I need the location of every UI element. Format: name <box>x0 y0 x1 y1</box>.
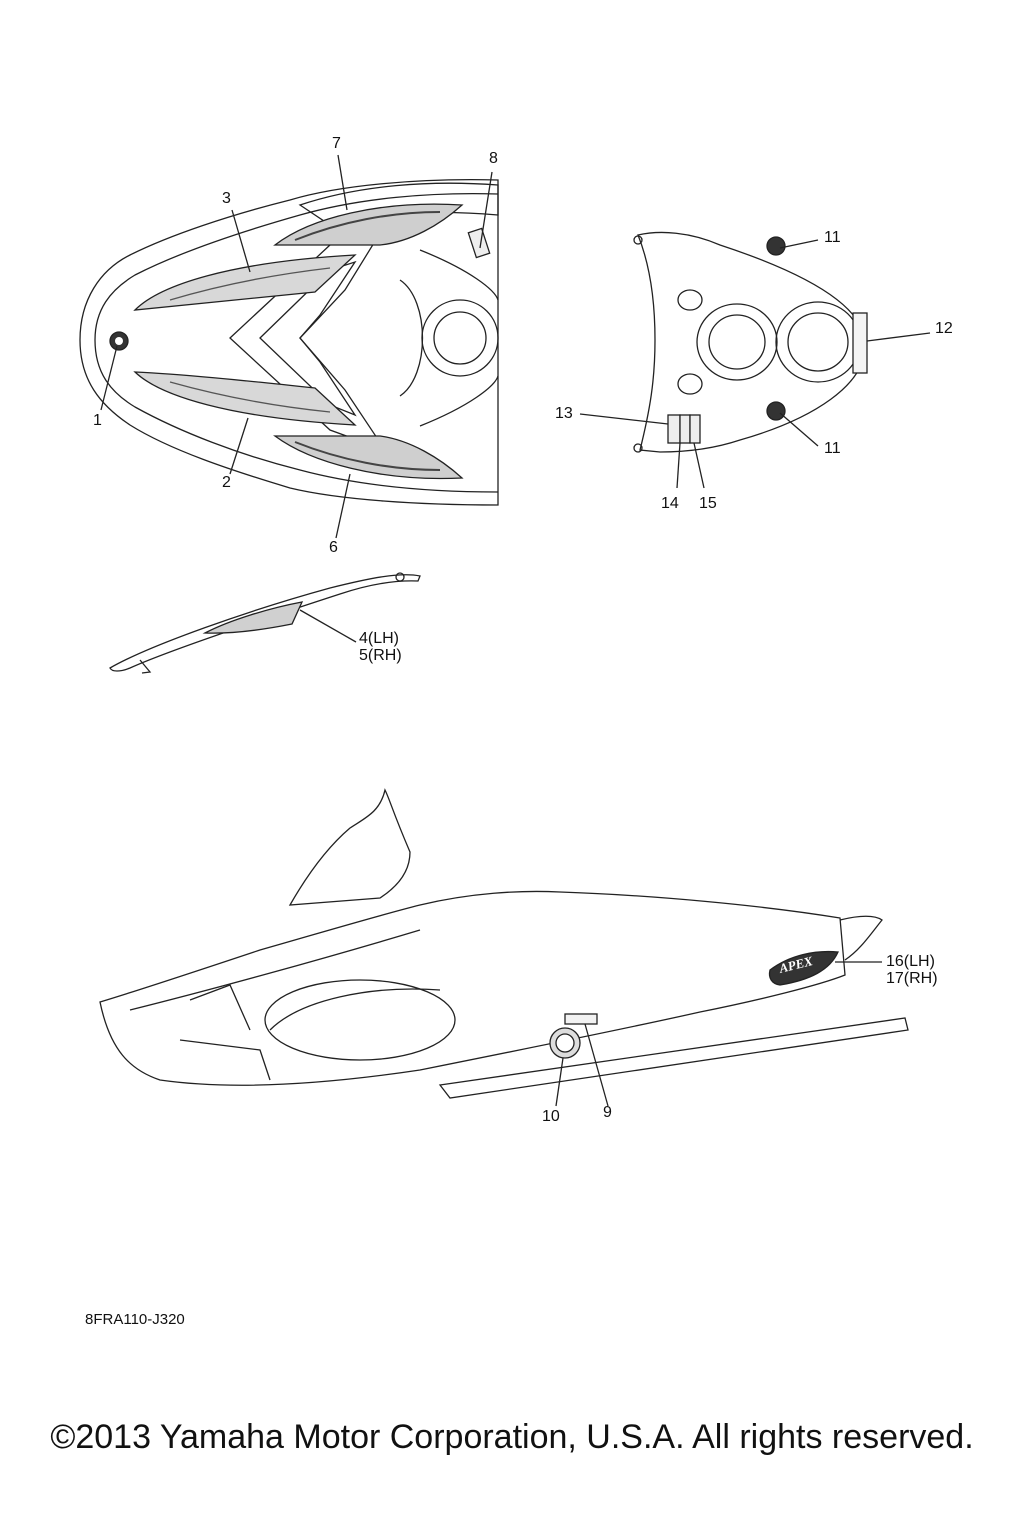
callout-15: 15 <box>699 495 717 512</box>
decal-7 <box>273 203 464 246</box>
callout-4: 4(LH) <box>359 630 400 647</box>
callout-17: 17(RH) <box>886 970 938 987</box>
callout-12: 12 <box>935 320 953 337</box>
snowmobile-side-view <box>99 788 909 1099</box>
callout-10: 10 <box>542 1108 560 1125</box>
copyright-notice: ©2013 Yamaha Motor Corporation, U.S.A. A… <box>50 1418 974 1456</box>
callout-14: 14 <box>661 495 679 512</box>
callout-5: 5(RH) <box>359 647 402 664</box>
callout-3: 3 <box>222 190 231 207</box>
decal-12 <box>852 312 868 374</box>
side-panel <box>109 572 421 674</box>
callout-11-upper: 11 <box>824 229 841 246</box>
decal-14 <box>679 414 691 444</box>
callout-9: 9 <box>603 1104 612 1121</box>
diagram-code: 8FRA110-J320 <box>85 1311 185 1328</box>
emblem-11-upper <box>766 236 786 256</box>
callout-13: 13 <box>555 405 573 422</box>
callout-16: 16(LH) <box>886 953 935 970</box>
decal-8 <box>467 227 491 259</box>
decal-13 <box>667 414 681 444</box>
callout-11-lower: 11 <box>824 440 841 457</box>
seat-rear-view <box>633 231 866 453</box>
callout-1: 1 <box>93 412 102 429</box>
decal-15 <box>689 414 701 444</box>
decal-6 <box>273 435 464 480</box>
decal-9 <box>564 1013 598 1025</box>
hood-top-view <box>79 179 499 506</box>
callout-8: 8 <box>489 150 498 167</box>
decal-16-17 <box>768 950 839 986</box>
emblem-11-lower <box>766 401 786 421</box>
callout-6: 6 <box>329 539 338 556</box>
decal-2 <box>133 371 357 426</box>
decal-3 <box>133 254 357 311</box>
callout-7: 7 <box>332 135 341 152</box>
callout-2: 2 <box>222 474 231 491</box>
decal-4-5 <box>202 601 304 634</box>
